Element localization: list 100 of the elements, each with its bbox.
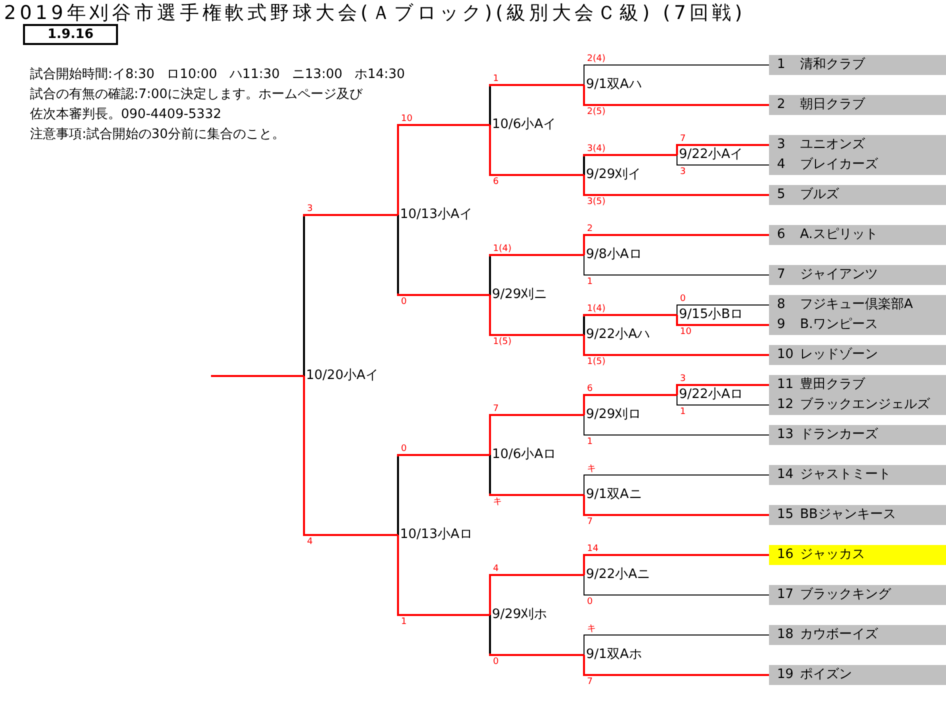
bracket-line [676, 394, 770, 406]
team-box [769, 225, 946, 245]
score-label: 2(4) [587, 54, 606, 64]
team-box [769, 625, 946, 645]
team-box [769, 265, 946, 285]
bracket-line [583, 655, 769, 676]
team-name: レッドゾーン [800, 347, 878, 363]
team-box [769, 465, 946, 485]
team-number: 15 [777, 507, 794, 523]
bracket-line [584, 254, 770, 276]
score-label: 1 [587, 277, 593, 287]
team-box [769, 95, 946, 115]
score-label: 3(4) [587, 144, 606, 154]
bracket-line [489, 254, 584, 295]
score-label: 1 [401, 617, 407, 627]
note-text: 佐次本審判長。090-4409-5332 [30, 106, 222, 124]
match-label: 9/22小Aイ [678, 147, 744, 163]
bracket-line [210, 375, 304, 377]
date-box: 1.9.16 [23, 24, 118, 45]
match-label: 9/22小Aハ [585, 327, 650, 343]
match-label: 9/1双Aホ [585, 647, 642, 663]
match-label: 10/13小Aイ [399, 207, 472, 223]
team-name: A.スピリット [800, 227, 878, 243]
team-name: ポイズン [800, 667, 852, 683]
bracket-line [583, 335, 769, 356]
bracket-line [397, 215, 490, 296]
bracket-line [583, 154, 677, 175]
team-box [769, 55, 946, 75]
team-name: 朝日クラブ [800, 97, 865, 113]
team-number: 6 [777, 227, 786, 243]
team-box [769, 545, 946, 565]
team-name: ブラックエンジェルズ [800, 397, 930, 413]
team-box [769, 395, 946, 415]
score-label: 6 [587, 384, 593, 394]
bracket-line [583, 85, 769, 106]
bracket-line [583, 314, 677, 335]
team-number: 3 [777, 137, 786, 153]
note-text: 注意事項:試合開始の30分前に集合のこと。 [30, 126, 285, 144]
bracket-line [489, 295, 584, 336]
team-number: 17 [777, 587, 794, 603]
score-label: 6 [493, 177, 499, 187]
bracket-line [489, 615, 584, 656]
match-label: 10/20小Aイ [305, 368, 378, 384]
team-number: 19 [777, 667, 794, 683]
score-label: 14 [587, 544, 598, 554]
team-box [769, 315, 946, 335]
score-label: 7 [680, 134, 686, 144]
score-label: キ [493, 497, 502, 507]
score-label: 1(5) [493, 337, 512, 347]
team-name: 清和クラブ [800, 57, 865, 73]
score-label: 0 [401, 444, 407, 454]
bracket-line [583, 394, 677, 415]
score-label: 7 [493, 404, 499, 414]
bracket-line [397, 454, 490, 535]
team-number: 9 [777, 317, 786, 333]
team-name: フジキュー倶楽部A [800, 297, 913, 313]
score-label: 1(4) [493, 244, 512, 254]
match-label: 9/22小Aロ [678, 387, 744, 403]
score-label: 0 [493, 657, 499, 667]
match-label: 10/13小Aロ [399, 527, 472, 543]
score-label: 1 [680, 407, 686, 417]
team-box [769, 505, 946, 525]
team-box [769, 135, 946, 155]
team-name: カウボーイズ [800, 627, 878, 643]
bracket-line [489, 414, 584, 455]
team-name: ジャイアンツ [800, 267, 878, 283]
bracket-line [583, 175, 769, 196]
team-number: 5 [777, 187, 786, 203]
team-box [769, 155, 946, 175]
team-number: 11 [777, 377, 794, 393]
score-label: キ [587, 464, 596, 474]
bracket-line [583, 234, 769, 255]
score-label: 3 [680, 167, 686, 177]
team-number: 2 [777, 97, 786, 113]
team-number: 1 [777, 57, 786, 73]
team-number: 8 [777, 297, 786, 313]
match-label: 9/29刈ロ [585, 407, 642, 423]
team-name: BBジャンキース [800, 507, 896, 523]
team-number: 12 [777, 397, 794, 413]
team-number: 14 [777, 467, 794, 483]
score-label: 4 [307, 537, 313, 547]
bracket-line [676, 315, 769, 326]
bracket-line [676, 304, 770, 316]
team-number: 10 [777, 347, 794, 363]
team-box [769, 425, 946, 445]
team-box [769, 585, 946, 605]
team-name: ブレイカーズ [800, 157, 878, 173]
bracket-line [303, 214, 398, 376]
score-label: 4 [493, 564, 499, 574]
score-label: 0 [401, 297, 407, 307]
match-label: 10/6小Aイ [491, 117, 556, 133]
team-name: ジャッカス [800, 547, 865, 563]
team-name: ドランカーズ [800, 427, 878, 443]
score-label: 7 [587, 517, 593, 527]
team-box [769, 185, 946, 205]
bracket-line [303, 376, 398, 536]
match-label: 9/29刈ホ [491, 607, 548, 623]
match-label: 9/1双Aニ [585, 487, 642, 503]
score-label: 2(5) [587, 107, 606, 117]
team-number: 18 [777, 627, 794, 643]
